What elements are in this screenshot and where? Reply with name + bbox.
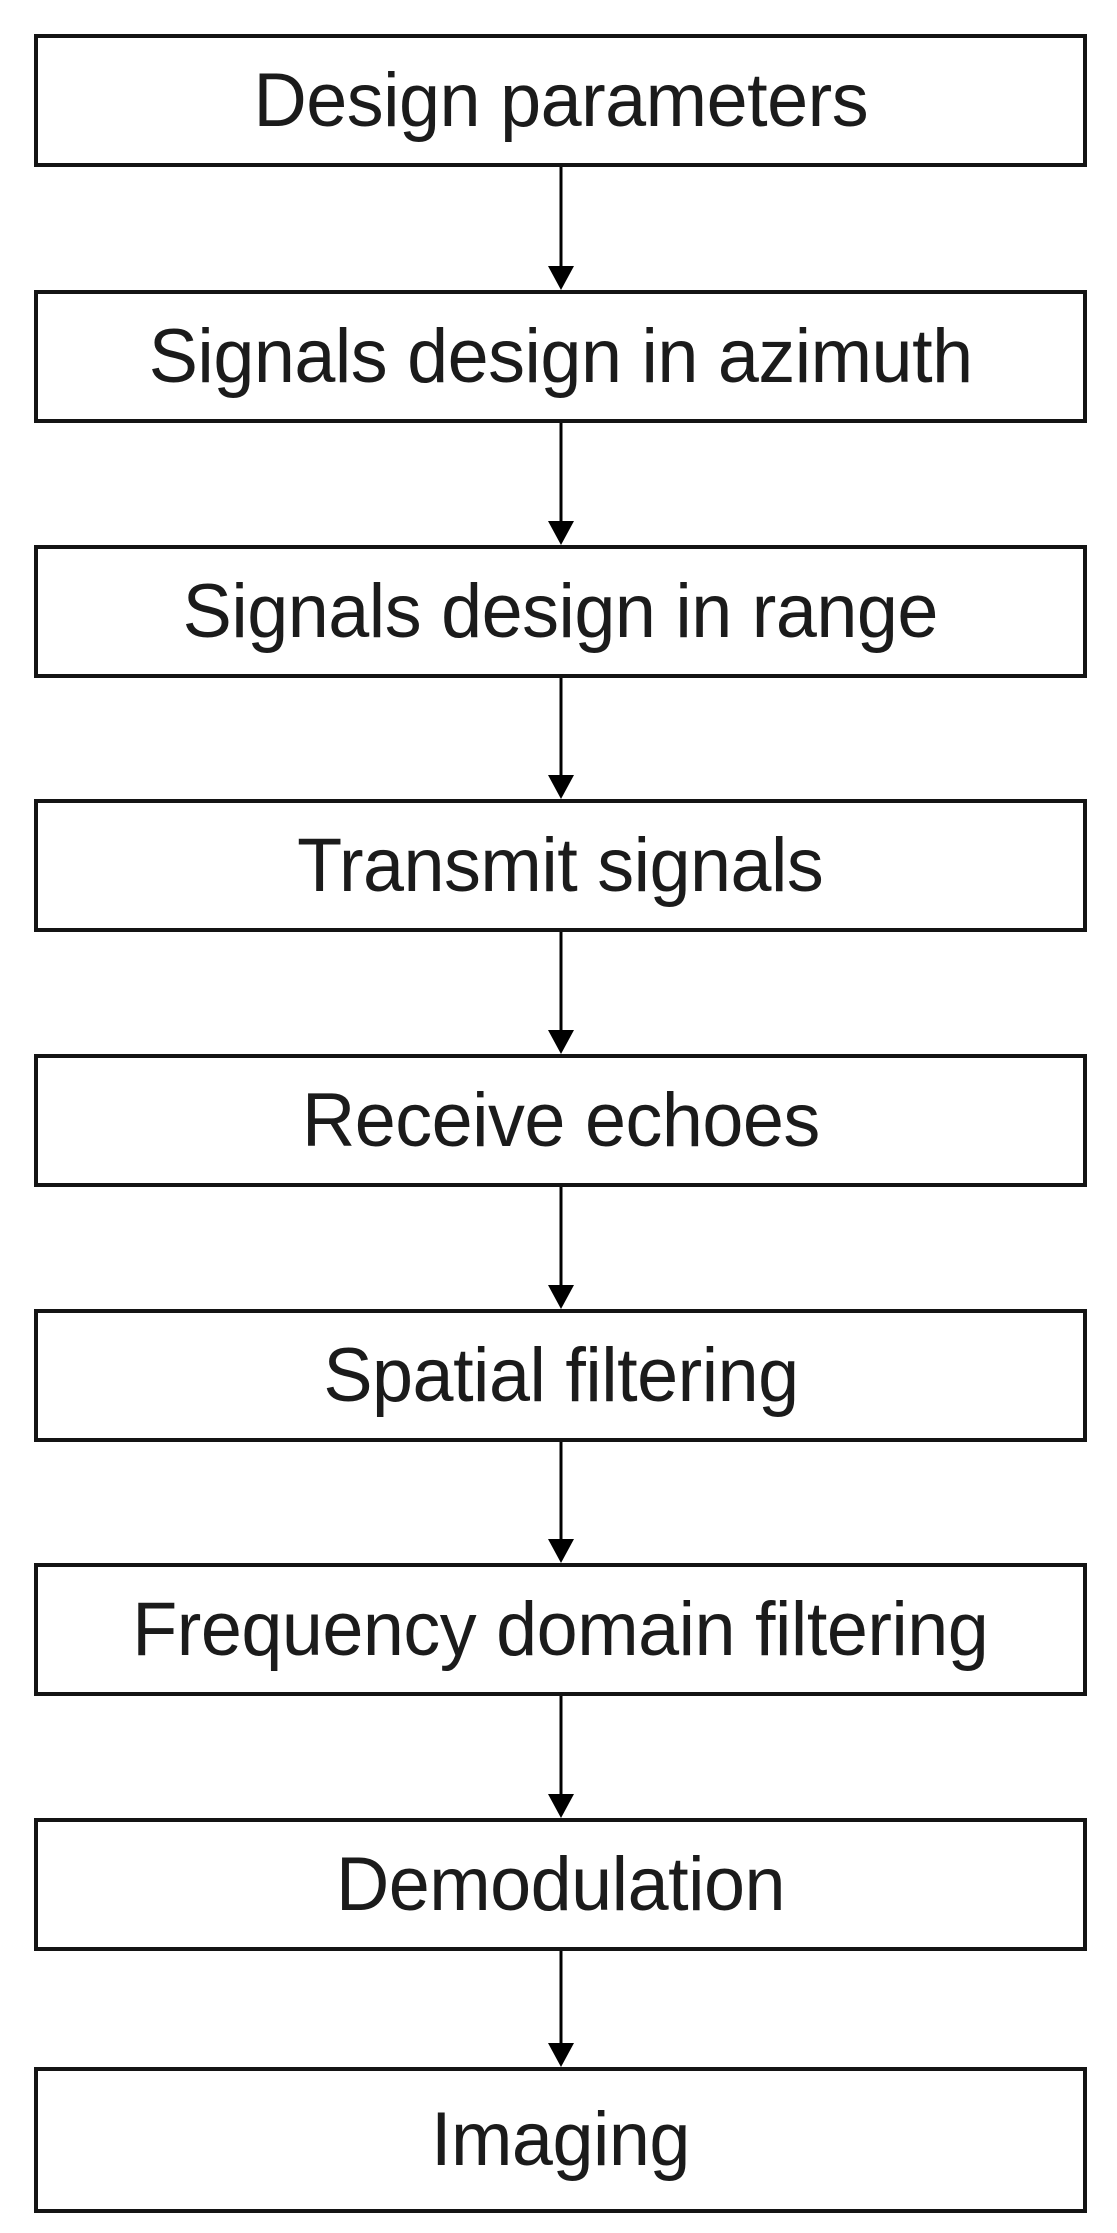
flow-arrowhead-icon [548, 266, 574, 290]
flow-arrowhead-icon [548, 1030, 574, 1054]
flow-node-signals-design-azimuth[interactable]: Signals design in azimuth [34, 290, 1087, 423]
flow-node-receive-echoes[interactable]: Receive echoes [34, 1054, 1087, 1187]
flow-node-demodulation[interactable]: Demodulation [34, 1818, 1087, 1951]
flow-arrowhead-icon [548, 775, 574, 799]
flow-node-label: Spatial filtering [322, 1332, 799, 1418]
flow-arrowhead-icon [548, 1285, 574, 1309]
flow-node-label: Transmit signals [297, 822, 824, 908]
flow-node-label: Receive echoes [301, 1077, 820, 1163]
flow-node-transmit-signals[interactable]: Transmit signals [34, 799, 1087, 932]
flow-node-label: Imaging [431, 2097, 690, 2182]
flow-arrowhead-icon [548, 1539, 574, 1563]
flow-node-design-parameters[interactable]: Design parameters [34, 34, 1087, 167]
flow-node-label: Signals design in azimuth [148, 313, 973, 399]
flow-node-label: Design parameters [253, 57, 868, 143]
flow-arrowhead-icon [548, 2043, 574, 2067]
flow-node-label: Demodulation [335, 1841, 786, 1927]
flow-node-frequency-domain-filtering[interactable]: Frequency domain filtering [34, 1563, 1087, 1696]
flow-node-signals-design-range[interactable]: Signals design in range [34, 545, 1087, 678]
flow-node-label: Frequency domain filtering [132, 1586, 989, 1672]
flow-node-imaging[interactable]: Imaging [34, 2067, 1087, 2213]
flow-arrowhead-icon [548, 1794, 574, 1818]
flow-node-spatial-filtering[interactable]: Spatial filtering [34, 1309, 1087, 1442]
flow-node-label: Signals design in range [182, 568, 939, 654]
flow-arrowhead-icon [548, 521, 574, 545]
